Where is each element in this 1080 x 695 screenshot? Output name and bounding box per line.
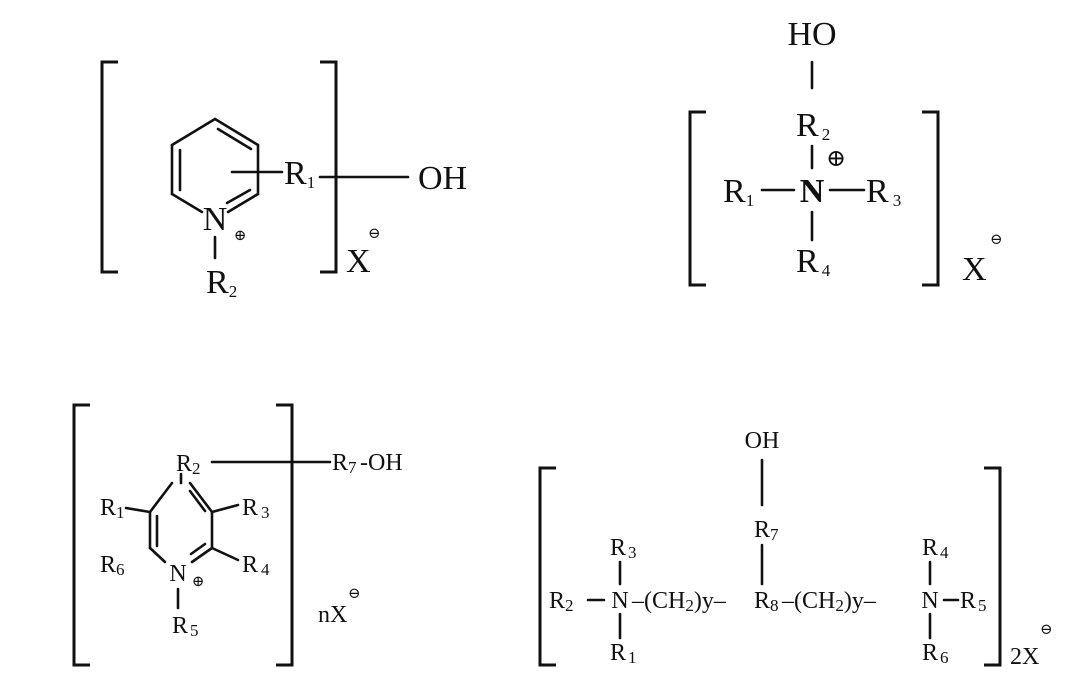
pyridine-ring: [148, 481, 214, 564]
hydroxyl-group: -OH: [360, 450, 403, 476]
structure-pyridinium-hydroxyl: N ⊕ R1 OH R2 X ⊖: [100, 60, 467, 301]
substituent-r7: R7: [754, 517, 779, 544]
right-bracket: [984, 466, 1002, 667]
ring-nitrogen: N: [203, 201, 228, 238]
substituent-r2: R2: [549, 588, 574, 615]
left-bracket: [100, 60, 118, 274]
right-bracket: [276, 403, 294, 667]
anion: nX: [318, 602, 347, 628]
substituent-r1: R1: [284, 155, 315, 192]
left-bracket: [538, 466, 556, 667]
anion-charge: ⊖: [368, 226, 381, 242]
hydroxyl-group: OH: [418, 160, 467, 197]
left-bracket: [688, 110, 706, 287]
substituent-r1: R1: [723, 173, 754, 210]
substituent-r2: R2: [206, 264, 237, 301]
hydroxyl-group: HO: [787, 16, 836, 53]
left-chain: –(CH2)y–: [631, 588, 727, 615]
nitrogen-center: N: [800, 173, 825, 210]
right-nitrogen: N: [921, 588, 938, 614]
substituent-r8: R8: [754, 588, 779, 615]
substituent-r1: R1: [100, 495, 125, 522]
left-nitrogen: N: [611, 588, 628, 614]
hydroxyl-group: OH: [745, 428, 780, 454]
substituent-r6: R6: [100, 552, 125, 579]
left-bracket: [72, 403, 90, 667]
anion: X: [346, 243, 371, 280]
nitrogen-charge: ⊕: [826, 146, 846, 172]
substituent-r7: R7: [332, 450, 357, 477]
anion-charge: ⊖: [990, 232, 1003, 248]
anion: X: [962, 251, 987, 288]
right-bracket: [922, 110, 940, 287]
anion-charge: ⊖: [1040, 622, 1053, 638]
anion: 2X: [1010, 644, 1039, 670]
anion-charge: ⊖: [348, 586, 361, 602]
ring-nitrogen: N: [169, 561, 186, 587]
substituent-r2: R2: [176, 451, 201, 478]
nitrogen-charge: ⊕: [234, 228, 247, 244]
pyridinium-ring: [170, 117, 260, 214]
right-chain: –(CH2)y–: [781, 588, 877, 615]
nitrogen-charge: ⊕: [192, 574, 205, 590]
right-bracket: [320, 60, 338, 274]
